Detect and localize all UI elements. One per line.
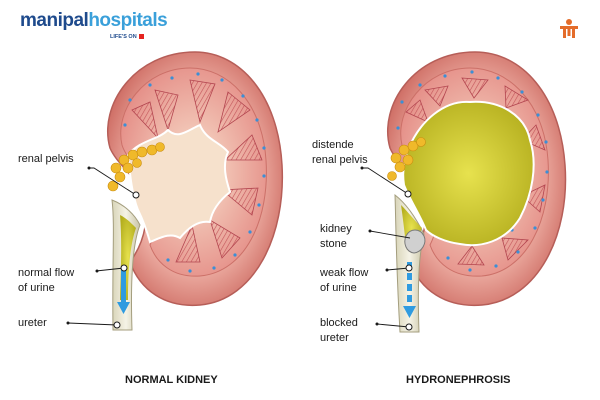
- normal-kidney-vessels: [123, 72, 266, 273]
- label-normal-flow-line-2: of urine: [18, 282, 55, 294]
- brand-name-part-2: hospitals: [88, 10, 168, 31]
- label-distended-line-1: distende: [312, 139, 354, 151]
- label-renal-pelvis: renal pelvis: [18, 153, 74, 165]
- brand-name-part-1: manipal: [20, 10, 89, 31]
- label-weak-flow-line-1: weak flow: [320, 267, 369, 279]
- caption-hydronephrosis: HYDRONEPHROSIS: [406, 374, 511, 386]
- hydro-leader-lines: [362, 167, 411, 328]
- normal-leader-start-dots: [66, 166, 99, 325]
- normal-kidney-pyramids: [131, 79, 263, 263]
- normal-kidney: [107, 51, 284, 331]
- hydro-kidney-pyramids: [405, 77, 546, 266]
- label-blocked-line-2: ureter: [320, 332, 349, 344]
- person-pillar-icon: [560, 19, 578, 38]
- label-weak-flow-line-2: of urine: [320, 282, 357, 294]
- label-ureter: ureter: [18, 317, 47, 329]
- normal-leader-dots: [113, 191, 140, 329]
- hydro-leader-start-dots: [360, 166, 389, 326]
- kidney-stone: [404, 229, 426, 254]
- caption-normal-kidney: NORMAL KIDNEY: [125, 374, 218, 386]
- label-kidney-stone-line-1: kidney: [320, 223, 352, 235]
- label-blocked-line-1: blocked: [320, 317, 358, 329]
- brand-tagline: LIFE'S ON: [110, 34, 144, 40]
- tagline-square-icon: [138, 34, 144, 40]
- hydro-fat-cluster: [387, 137, 426, 181]
- normal-fat-cluster: [107, 142, 165, 192]
- brand-tagline-text: LIFE'S ON: [110, 34, 137, 40]
- label-kidney-stone-line-2: stone: [320, 238, 347, 250]
- hydro-kidney: [387, 51, 567, 333]
- brand-logo: manipalhospitals LIFE'S ON: [20, 10, 168, 40]
- brand-name: manipalhospitals: [20, 10, 168, 32]
- label-distended-line-2: renal pelvis: [312, 154, 368, 166]
- normal-flow-arrow: [117, 268, 130, 314]
- hydro-leader-dots: [404, 190, 413, 331]
- label-normal-flow-line-1: normal flow: [18, 267, 75, 279]
